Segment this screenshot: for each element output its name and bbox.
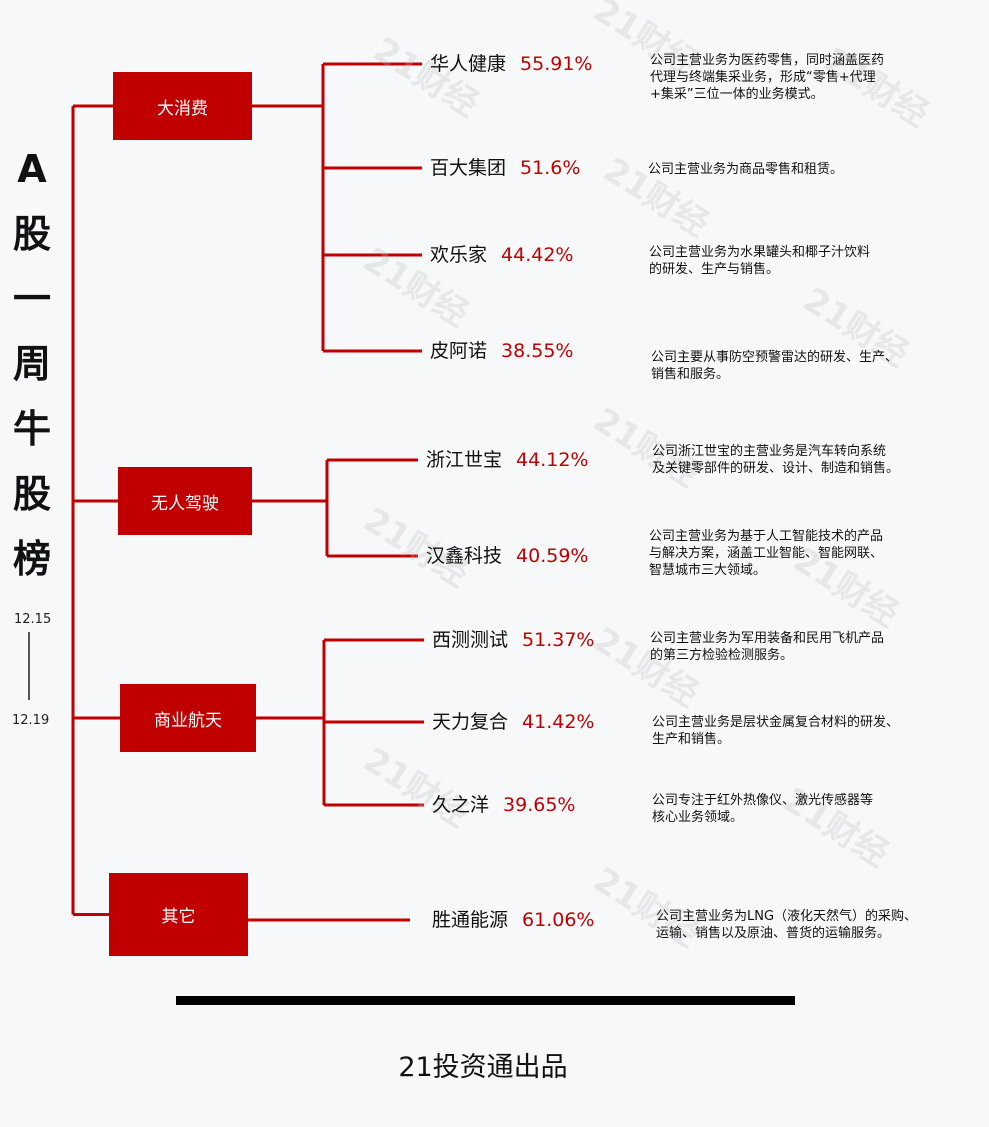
stock-description: 公司主营业务为基于人工智能技术的产品与解决方案，涵盖工业智能、智能网联、智慧城市… bbox=[649, 528, 883, 579]
description-line: 销售和服务。 bbox=[651, 367, 730, 382]
stock-gain: 39.65% bbox=[503, 794, 576, 816]
stock-description: 公司主营业务为LNG（液化天然气）的采购、运输、销售以及原油、普货的运输服务。 bbox=[656, 908, 917, 942]
description-line: 运输、销售以及原油、普货的运输服务。 bbox=[656, 926, 891, 941]
description-line: 的第三方检验检测服务。 bbox=[650, 648, 794, 663]
stock-entry: 久之洋 39.65% bbox=[432, 793, 575, 817]
stock-name: 久之洋 bbox=[432, 794, 490, 816]
description-line: 核心业务领域。 bbox=[652, 810, 744, 825]
stock-entry: 西测测试 51.37% bbox=[432, 628, 594, 652]
description-line: +集采”三位一体的业务模式。 bbox=[650, 87, 824, 102]
description-line: 的研发、生产与销售。 bbox=[649, 262, 780, 277]
stock-entry: 百大集团 51.6% bbox=[430, 156, 580, 180]
title-char: 牛 bbox=[12, 407, 51, 451]
stock-entry: 皮阿诺 38.55% bbox=[430, 339, 573, 363]
description-line: 公司主要从事防空预警雷达的研发、生产、 bbox=[651, 350, 899, 365]
stock-name: 西测测试 bbox=[432, 629, 509, 651]
title-char: 股 bbox=[12, 472, 51, 516]
stock-description: 公司主营业务是层状金属复合材料的研发、生产和销售。 bbox=[652, 714, 899, 748]
stock-gain: 55.91% bbox=[520, 53, 593, 75]
stock-description: 公司浙江世宝的主营业务是汽车转向系统及关键零部件的研发、设计、制造和销售。 bbox=[652, 443, 899, 477]
date-start: 12.15 bbox=[14, 612, 52, 627]
stock-name: 欢乐家 bbox=[430, 244, 488, 266]
category-box: 商业航天 bbox=[120, 684, 256, 752]
stock-description: 公司主营业务为商品零售和租赁。 bbox=[648, 161, 843, 178]
stock-gain: 51.6% bbox=[520, 157, 581, 179]
stock-gain: 40.59% bbox=[516, 545, 589, 567]
description-line: 公司浙江世宝的主营业务是汽车转向系统 bbox=[652, 444, 887, 459]
stock-gain: 41.42% bbox=[522, 711, 595, 733]
description-line: 及关键零部件的研发、设计、制造和销售。 bbox=[652, 461, 900, 476]
title-char: 榜 bbox=[12, 537, 51, 581]
stock-gain: 44.42% bbox=[501, 244, 574, 266]
stock-description: 公司主营业务为水果罐头和椰子汁饮料的研发、生产与销售。 bbox=[649, 244, 870, 278]
stock-description: 公司主营业务为军用装备和民用飞机产品的第三方检验检测服务。 bbox=[650, 630, 884, 664]
stock-entry: 欢乐家 44.42% bbox=[430, 243, 573, 267]
stock-entry: 天力复合 41.42% bbox=[432, 710, 594, 734]
description-line: 公司主营业务为商品零售和租赁。 bbox=[648, 162, 844, 177]
stock-description: 公司主营业务为医药零售，同时涵盖医药代理与终端集采业务，形成“零售+代理 +集采”… bbox=[650, 52, 884, 103]
stock-gain: 38.55% bbox=[501, 340, 574, 362]
stock-name: 胜通能源 bbox=[432, 909, 509, 931]
stock-gain: 44.12% bbox=[516, 449, 589, 471]
description-line: 公司主营业务为LNG（液化天然气）的采购、 bbox=[656, 909, 918, 924]
category-box: 其它 bbox=[109, 873, 248, 956]
description-line: 智慧城市三大领域。 bbox=[649, 563, 767, 578]
stock-name: 汉鑫科技 bbox=[426, 545, 503, 567]
stock-entry: 浙江世宝 44.12% bbox=[426, 448, 588, 472]
title-char: 周 bbox=[12, 342, 51, 386]
category-box: 大消费 bbox=[113, 72, 252, 140]
date-range-line bbox=[28, 632, 30, 700]
stock-gain: 51.37% bbox=[522, 629, 595, 651]
stock-description: 公司专注于红外热像仪、激光传感器等核心业务领域。 bbox=[652, 792, 873, 826]
description-line: 与解决方案，涵盖工业智能、智能网联、 bbox=[649, 546, 884, 561]
description-line: 公司主营业务为军用装备和民用飞机产品 bbox=[650, 631, 885, 646]
date-end: 12.19 bbox=[12, 713, 50, 728]
footer-divider bbox=[176, 996, 795, 1005]
description-line: 公司主营业务为水果罐头和椰子汁饮料 bbox=[649, 245, 871, 260]
description-line: 公司主营业务是层状金属复合材料的研发、 bbox=[652, 715, 900, 730]
title-char: 一 bbox=[12, 277, 51, 321]
stock-name: 浙江世宝 bbox=[426, 449, 503, 471]
title-char: A bbox=[17, 147, 47, 191]
category-box: 无人驾驶 bbox=[118, 467, 252, 535]
stock-name: 天力复合 bbox=[432, 711, 509, 733]
stock-entry: 汉鑫科技 40.59% bbox=[426, 544, 588, 568]
footer-credit: 21投资通出品 bbox=[398, 1052, 568, 1083]
description-line: 公司主营业务为医药零售，同时涵盖医药 bbox=[650, 53, 885, 68]
stock-entry: 胜通能源 61.06% bbox=[432, 908, 594, 932]
stock-name: 百大集团 bbox=[430, 157, 507, 179]
stock-name: 皮阿诺 bbox=[430, 340, 488, 362]
description-line: 生产和销售。 bbox=[652, 732, 731, 747]
stock-entry: 华人健康 55.91% bbox=[430, 52, 592, 76]
description-line: 代理与终端集采业务，形成“零售+代理 bbox=[650, 70, 876, 85]
title-char: 股 bbox=[12, 212, 51, 256]
description-line: 公司专注于红外热像仪、激光传感器等 bbox=[652, 793, 874, 808]
stock-gain: 61.06% bbox=[522, 909, 595, 931]
stock-name: 华人健康 bbox=[430, 53, 507, 75]
description-line: 公司主营业务为基于人工智能技术的产品 bbox=[649, 529, 884, 544]
stock-description: 公司主要从事防空预警雷达的研发、生产、销售和服务。 bbox=[651, 349, 898, 383]
